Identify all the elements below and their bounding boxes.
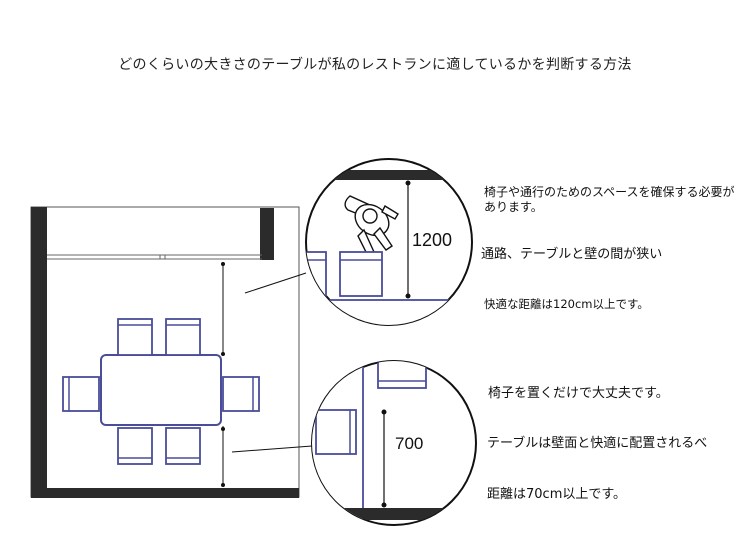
chair bbox=[165, 427, 201, 465]
person-icon bbox=[344, 195, 399, 258]
window-opening bbox=[47, 254, 262, 260]
dining-table bbox=[100, 354, 222, 426]
clearance-dimension-bottom bbox=[221, 426, 225, 487]
table-edge bbox=[306, 299, 472, 325]
chair bbox=[117, 427, 153, 465]
dimension-label-1200: 1200 bbox=[412, 230, 452, 250]
chair bbox=[117, 318, 153, 356]
magnified-view-top bbox=[305, 158, 473, 326]
dimension-1200 bbox=[405, 180, 411, 299]
chair bbox=[315, 409, 357, 455]
callout-pointer-bottom bbox=[231, 445, 313, 453]
note-narrow-aisle: 通路、テーブルと壁の間が狭い bbox=[481, 247, 663, 262]
clearance-dimension-top bbox=[221, 262, 225, 356]
chair bbox=[377, 361, 427, 389]
room-outline bbox=[30, 206, 300, 498]
callout-pointer-top bbox=[244, 272, 307, 294]
top-right-wall-segment bbox=[260, 208, 274, 260]
dimension-700 bbox=[381, 409, 387, 508]
left-wall bbox=[31, 207, 47, 497]
chair bbox=[165, 318, 201, 356]
note-distance-70: 距離は70cm以上です。 bbox=[487, 487, 627, 502]
chair bbox=[62, 376, 100, 412]
page-title: どのくらいの大きさのテーブルが私のレストランに適しているかを判断する方法 bbox=[118, 57, 632, 73]
chair bbox=[339, 251, 383, 297]
chair bbox=[222, 376, 260, 412]
floor-plan bbox=[30, 206, 313, 498]
note-comfortable-120: 快適な距離は120cm以上です。 bbox=[484, 297, 649, 311]
note-chair-only: 椅子を置くだけで大丈夫です。 bbox=[488, 386, 669, 401]
dimension-label-700: 700 bbox=[395, 434, 423, 453]
note-space-requirement: 椅子や通行のためのスペースを確保する必要があります。 bbox=[484, 185, 735, 214]
note-table-wall: テーブルは壁面と快適に配置されるべ bbox=[487, 436, 708, 451]
bottom-wall bbox=[31, 488, 299, 498]
